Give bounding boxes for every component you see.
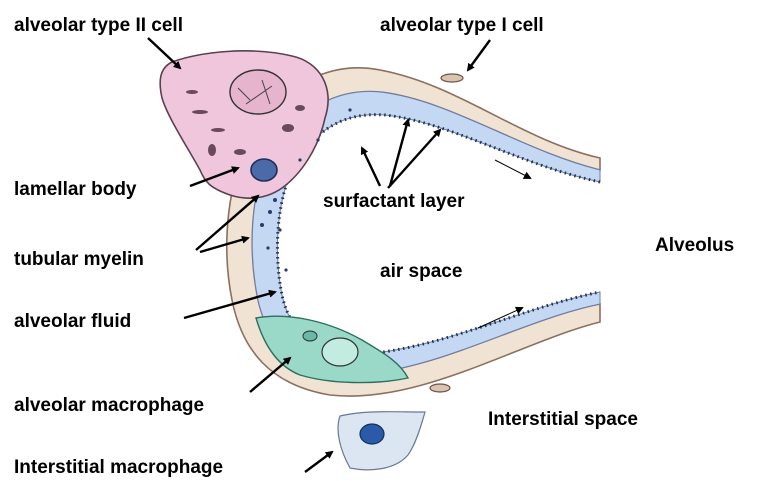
interstitial-macrophage-nucleus xyxy=(360,424,384,444)
type-ii-nucleus xyxy=(230,70,286,114)
type-i-nucleus xyxy=(441,74,463,82)
label-lamellar-body: lamellar body xyxy=(14,180,137,199)
lamellar-body-shape xyxy=(251,159,277,181)
label-interstitial-macrophage: Interstitial macrophage xyxy=(14,458,223,477)
label-type-i-cell: alveolar type I cell xyxy=(380,16,544,35)
label-type-ii-cell: alveolar type II cell xyxy=(14,16,183,35)
label-air-space: air space xyxy=(380,262,462,281)
label-alveolar-fluid: alveolar fluid xyxy=(14,312,131,331)
label-surfactant-layer: surfactant layer xyxy=(323,192,465,211)
label-alveolar-macrophage: alveolar macrophage xyxy=(14,396,204,415)
label-tubular-myelin: tubular myelin xyxy=(14,250,144,269)
label-interstitial-space: Interstitial space xyxy=(488,410,638,429)
label-alveolus: Alveolus xyxy=(655,236,734,255)
